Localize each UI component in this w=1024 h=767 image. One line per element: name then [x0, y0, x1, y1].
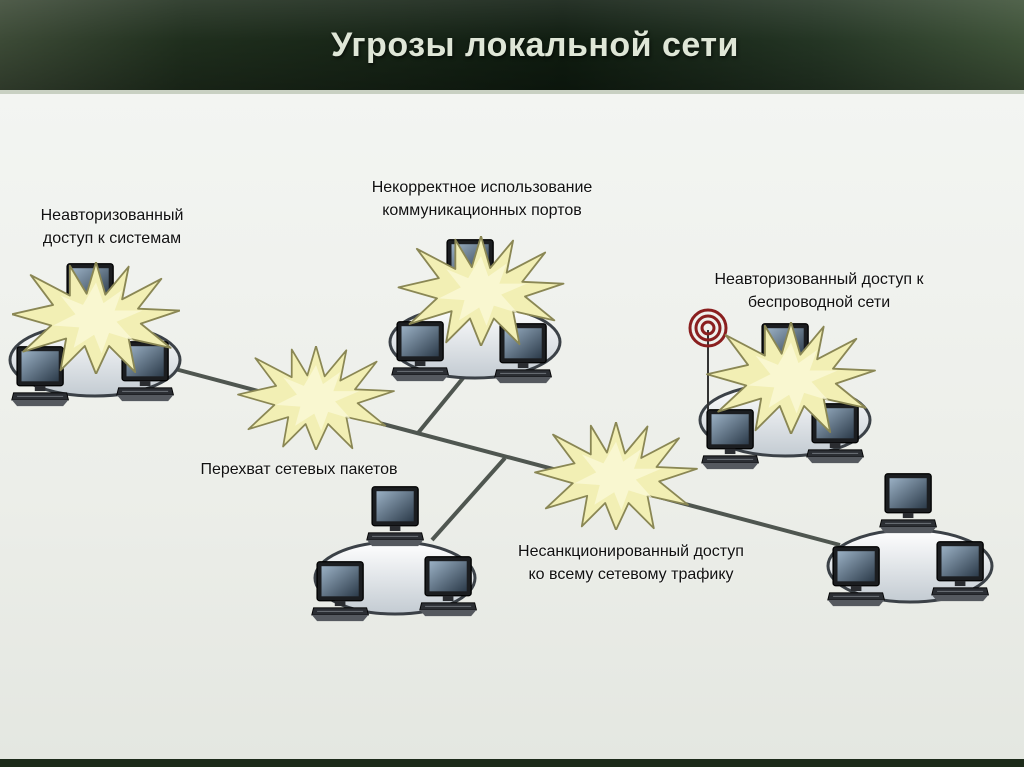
label-ports-misuse: Некорректное использование коммуникацион…	[356, 176, 608, 222]
label-traffic-access: Несанкционированный доступ ко всему сете…	[500, 540, 762, 586]
header-bar	[0, 0, 1024, 92]
page-title: Угрозы локальной сети	[331, 26, 739, 64]
label-line-1: Неавторизованный доступ к	[714, 271, 924, 288]
label-line-2: доступ к системам	[42, 230, 182, 247]
label-line-1: Некорректное использование	[371, 179, 593, 196]
label-line-1: Перехват сетевых пакетов	[200, 461, 398, 478]
label-packet-sniffing: Перехват сетевых пакетов	[184, 458, 414, 481]
label-line-1: Несанкционированный доступ	[518, 543, 744, 560]
label-line-2: ко всему сетевому трафику	[528, 566, 734, 583]
footer-bar	[0, 759, 1024, 767]
label-wireless-access: Неавторизованный доступ к беспроводной с…	[694, 268, 944, 314]
label-line-1: Неавторизованный	[40, 207, 184, 224]
cluster-bottom-right	[826, 473, 994, 607]
header-sheen	[0, 0, 1024, 92]
antenna-icon	[688, 308, 728, 410]
burst-traffic-access	[534, 422, 698, 530]
burst-packet-sniffing	[237, 346, 395, 450]
label-unauthorized-systems: Неавторизованный доступ к системам	[22, 204, 202, 250]
label-line-2: беспроводной сети	[747, 294, 891, 311]
label-line-2: коммуникационных портов	[382, 202, 582, 219]
cluster-bottom-center	[311, 486, 478, 622]
header-divider	[0, 90, 1024, 94]
